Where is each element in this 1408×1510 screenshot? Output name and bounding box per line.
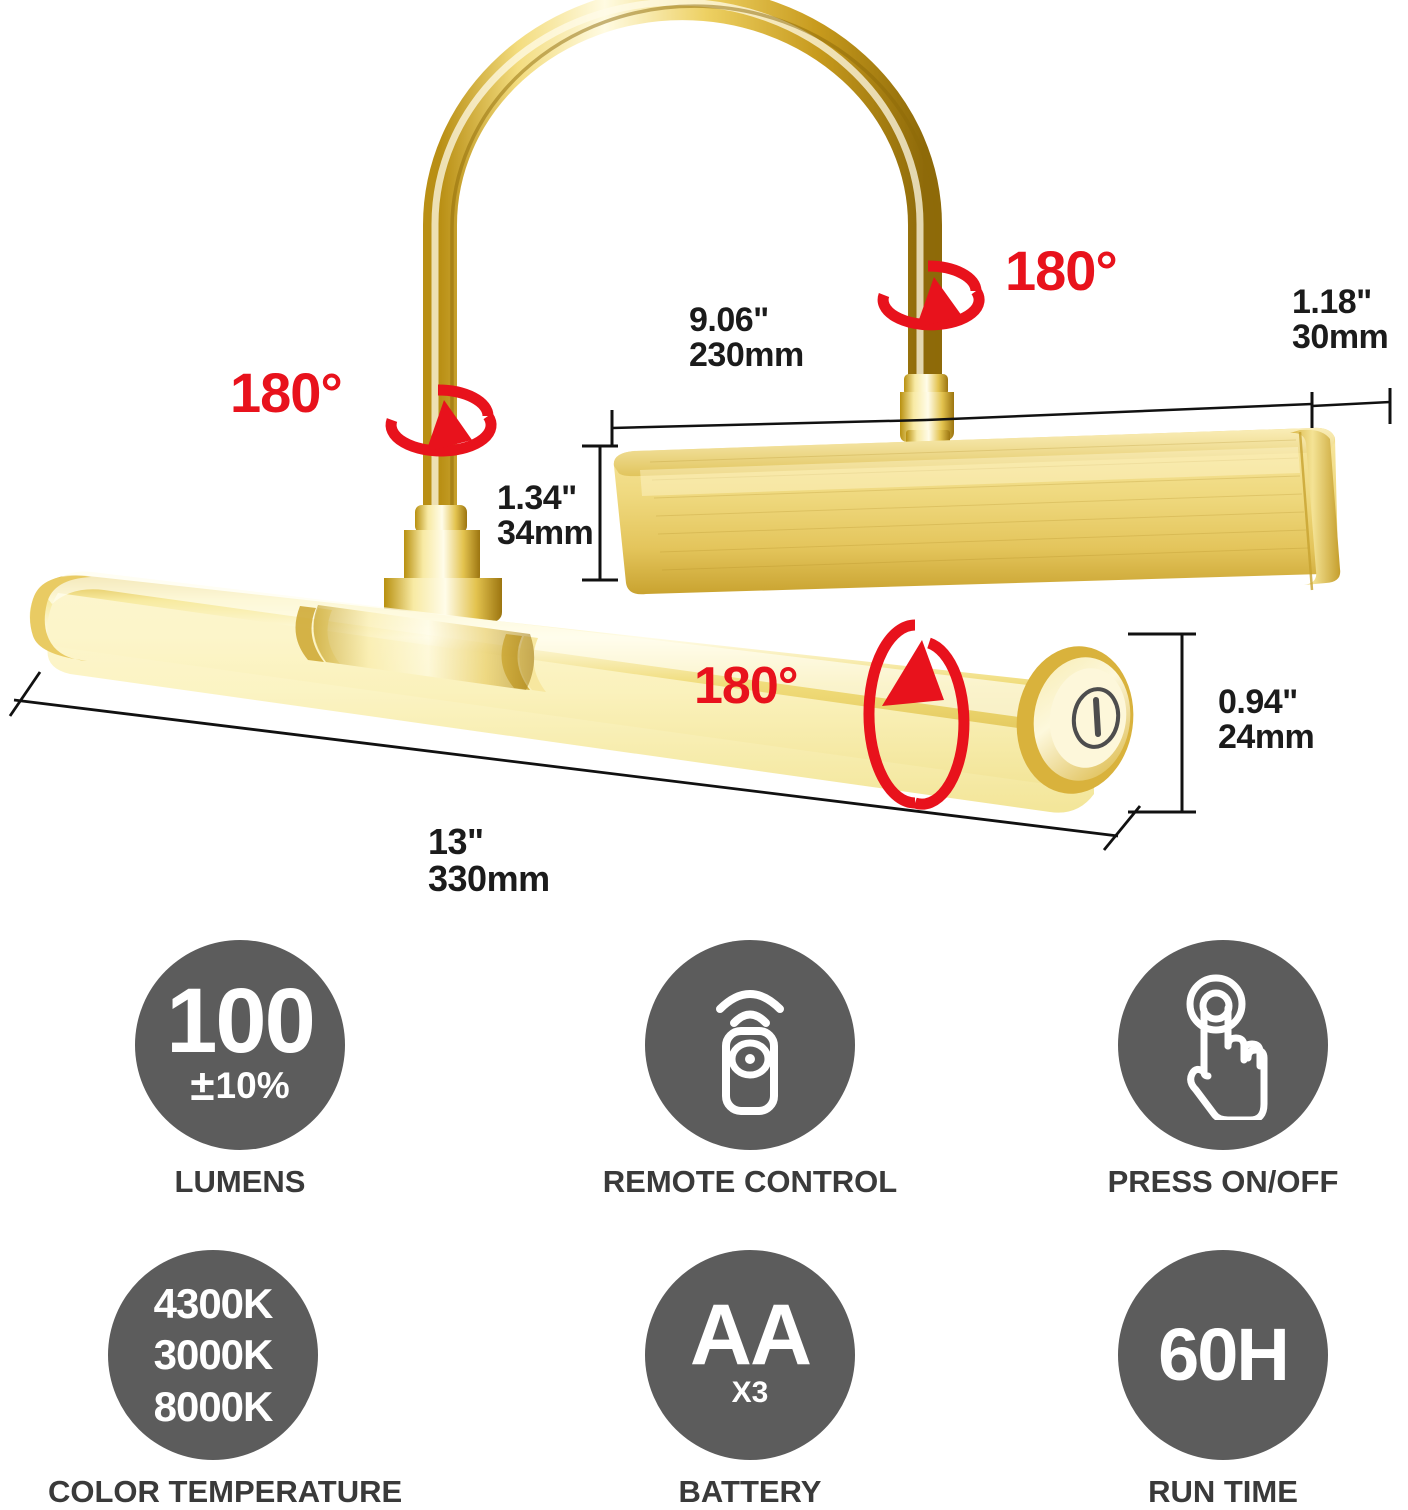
dimension-arm-length: 9.06" 230mm xyxy=(689,301,804,375)
feature-badge-run-time: 60H RUN TIME xyxy=(1058,1250,1388,1510)
gooseneck-arm-graphic xyxy=(423,0,942,533)
rotation-label-stem-left: 180° xyxy=(230,361,343,424)
feature-badge-press-on-off: PRESS ON/OFF xyxy=(1058,940,1388,1200)
dimension-lines xyxy=(8,388,1392,851)
dimension-bar-depth-inch: 1.18" xyxy=(1292,283,1372,321)
dimension-tube-length-mm: 330mm xyxy=(428,858,550,900)
remote-control-icon xyxy=(716,990,784,1115)
feature-badge-lumens: 100 ± 10% LUMENS xyxy=(75,940,405,1200)
lumens-tolerance-value: 10% xyxy=(215,1065,290,1107)
feature-badge-battery: AA X3 BATTERY xyxy=(585,1250,915,1510)
rotation-arrow-tube-axis xyxy=(863,619,970,810)
dimension-bar-depth: 1.18" 30mm xyxy=(1292,283,1389,357)
dim-line-bar-depth xyxy=(1311,400,1391,408)
battery-type-value: AA xyxy=(689,1286,812,1383)
run-time-disc: 60H xyxy=(1118,1250,1328,1460)
color-temperature-label: COLOR TEMPERATURE xyxy=(48,1474,403,1509)
lumens-label: LUMENS xyxy=(174,1164,306,1199)
dimension-tube-diameter-mm: 24mm xyxy=(1218,718,1315,757)
hand-tap-icon xyxy=(1186,974,1268,1120)
product-illustration xyxy=(8,0,1392,851)
rotation-arrows xyxy=(385,260,985,810)
dim-line-tube-length xyxy=(13,698,1119,838)
battery-label: BATTERY xyxy=(678,1474,822,1509)
feature-badge-grid: 100 ± 10% LUMENS xyxy=(0,930,1408,1509)
dimension-bar-height-mm: 34mm xyxy=(497,514,594,553)
lumens-value: 100 xyxy=(166,970,315,1073)
dim-line-arm-length xyxy=(611,418,927,430)
remote-control-disc xyxy=(645,940,855,1150)
lumens-disc: 100 ± 10% xyxy=(135,940,345,1150)
plus-minus-icon: ± xyxy=(190,1060,215,1110)
left-joint-knuckle-graphic xyxy=(384,505,502,624)
battery-quantity-value: X3 xyxy=(731,1376,769,1410)
rotation-arrow-stem-right xyxy=(877,260,985,331)
dimension-tube-length: 13" 330mm xyxy=(428,823,550,898)
feature-badge-color-temperature: 4300K 3000K 8000K COLOR TEMPERATURE xyxy=(48,1250,403,1510)
color-temp-value-3: 8000K xyxy=(153,1382,274,1430)
power-symbol-icon xyxy=(1071,687,1121,749)
color-temp-value-1: 4300K xyxy=(153,1280,274,1328)
dimension-tube-length-inch: 13" xyxy=(428,821,484,862)
color-temp-value-2: 3000K xyxy=(153,1331,274,1379)
feature-badge-remote-control: REMOTE CONTROL xyxy=(585,940,915,1200)
dimension-arm-length-inch: 9.06" xyxy=(689,301,769,339)
battery-disc: AA X3 xyxy=(645,1250,855,1460)
dimension-bar-depth-mm: 30mm xyxy=(1292,318,1389,357)
press-on-off-disc xyxy=(1118,940,1328,1150)
press-on-off-label: PRESS ON/OFF xyxy=(1107,1164,1339,1199)
rotation-arrow-stem-left xyxy=(385,384,497,457)
dimension-bar-height: 1.34" 34mm xyxy=(497,479,594,553)
dimension-tube-diameter-inch: 0.94" xyxy=(1218,683,1298,721)
remote-control-label: REMOTE CONTROL xyxy=(602,1164,898,1199)
dimension-tube-diameter: 0.94" 24mm xyxy=(1218,683,1315,757)
dimension-arm-length-mm: 230mm xyxy=(689,336,804,375)
lower-lamp-tube-graphic xyxy=(29,571,1134,813)
power-button-end-graphic xyxy=(1016,646,1134,794)
run-time-value: 60H xyxy=(1158,1312,1290,1396)
dimension-bar-height-inch: 1.34" xyxy=(497,479,577,517)
rotation-label-stem-right: 180° xyxy=(1005,239,1118,302)
right-joint-knuckle-graphic xyxy=(900,374,954,448)
rotation-label-tube-axis: 180° xyxy=(694,657,799,715)
upper-lamp-bar-graphic xyxy=(613,427,1341,595)
color-temperature-disc: 4300K 3000K 8000K xyxy=(108,1250,318,1460)
run-time-label: RUN TIME xyxy=(1148,1474,1298,1509)
lumens-tolerance-group: ± 10% xyxy=(190,1060,290,1110)
